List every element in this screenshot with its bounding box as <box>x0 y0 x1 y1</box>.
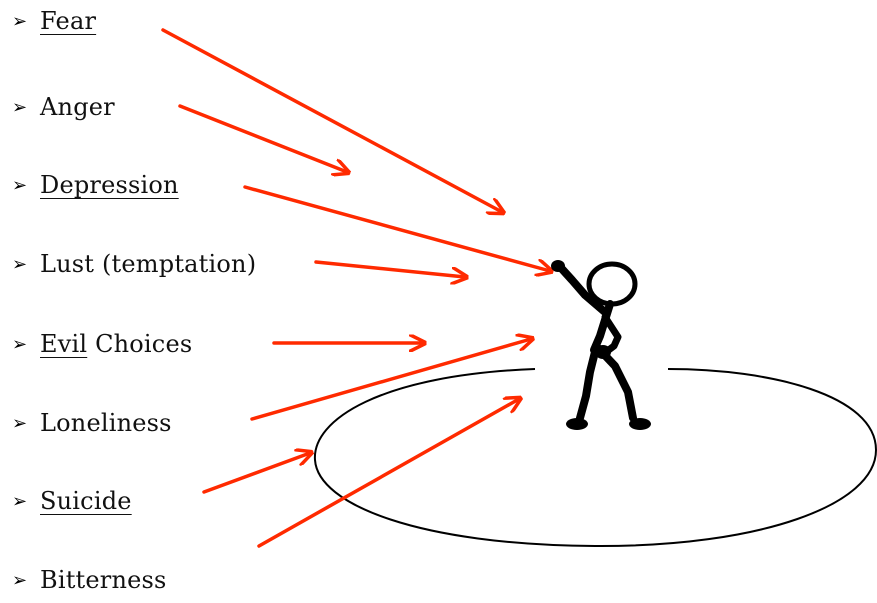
arrow-lust <box>314 260 465 277</box>
arrow-bullet-icon: ➢ <box>12 333 28 355</box>
attack-list: ➢ Fear ➢ Anger ➢ Depression ➢ Lust (temp… <box>0 0 340 603</box>
figure-right-leg <box>594 344 637 422</box>
item-label: Depression <box>40 171 179 199</box>
figure-left-leg <box>576 344 600 422</box>
arrow-bullet-icon: ➢ <box>12 569 28 591</box>
arrow-bitterness <box>257 399 519 548</box>
arrow-depression <box>243 185 550 271</box>
item-label: Evil Choices <box>40 330 192 358</box>
figure-right-foot <box>629 418 651 430</box>
list-item-bitterness: ➢ Bitterness <box>12 560 167 600</box>
arrow-fear <box>161 28 502 212</box>
list-item-evil-choices: ➢ Evil Choices <box>12 324 192 364</box>
figure-right-arm <box>558 265 610 317</box>
item-label: Bitterness <box>40 566 167 594</box>
arrow-bullet-icon: ➢ <box>12 253 28 275</box>
item-label-rest: Choices <box>87 330 193 358</box>
item-label-underlined: Evil <box>40 330 88 358</box>
item-label: Fear <box>40 7 97 35</box>
arrow-bullet-icon: ➢ <box>12 174 28 196</box>
item-label: Anger <box>40 93 115 121</box>
figure-head <box>586 261 638 307</box>
ground-ellipse <box>313 368 877 548</box>
arrow-bullet-icon: ➢ <box>12 490 28 512</box>
arrow-suicide <box>202 453 310 494</box>
list-item-anger: ➢ Anger <box>12 87 115 127</box>
arrow-bullet-icon: ➢ <box>12 412 28 434</box>
figure-right-hand <box>551 260 565 272</box>
arrow-bullet-icon: ➢ <box>12 96 28 118</box>
item-label: Loneliness <box>40 409 172 437</box>
item-label: Lust (temptation) <box>40 250 257 278</box>
item-label: Suicide <box>40 487 132 515</box>
stick-figure <box>551 260 651 430</box>
list-item-lust: ➢ Lust (temptation) <box>12 244 256 284</box>
arrow-anger <box>178 104 347 172</box>
list-item-fear: ➢ Fear <box>12 1 96 41</box>
figure-left-foot <box>566 418 588 430</box>
arrows <box>161 28 550 548</box>
list-item-loneliness: ➢ Loneliness <box>12 403 172 443</box>
list-item-suicide: ➢ Suicide <box>12 481 132 521</box>
arrow-bullet-icon: ➢ <box>12 10 28 32</box>
arrow-loneliness <box>250 339 531 421</box>
list-item-depression: ➢ Depression <box>12 165 179 205</box>
